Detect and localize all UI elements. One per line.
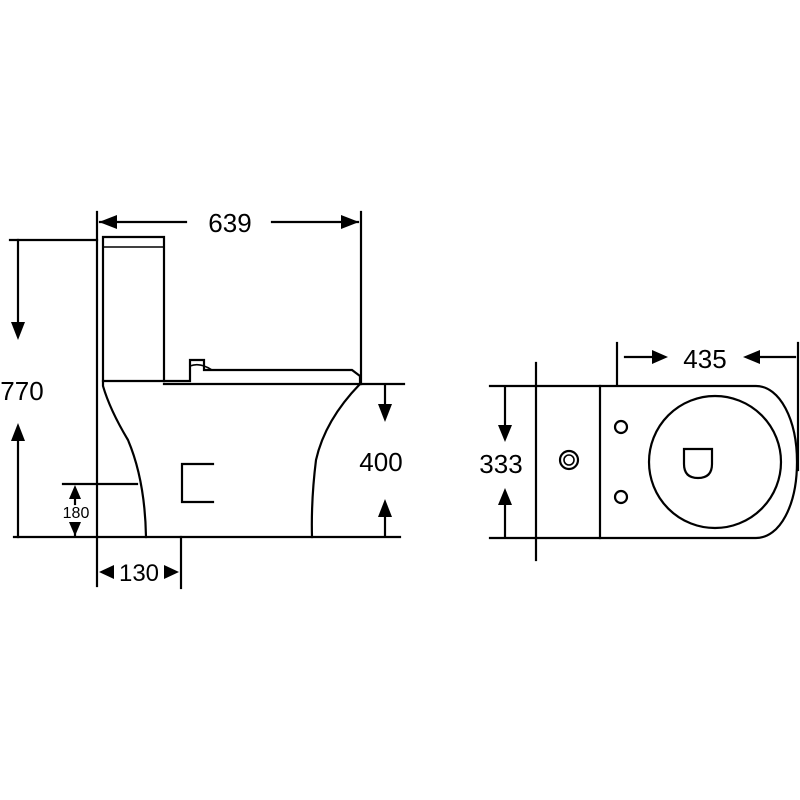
drain-icon (682, 447, 714, 480)
tank-top-outline (534, 384, 602, 540)
seat-opening (647, 394, 783, 530)
hinge-hole-icon (613, 489, 629, 505)
dimension-130: 130 (99, 535, 183, 590)
dimension-333: 333 (479, 384, 538, 540)
bowl-top-outline (598, 384, 799, 540)
dimension-400: 400 (359, 382, 406, 537)
dimension-639: 639 (98, 208, 363, 386)
dimension-label-400: 400 (359, 447, 402, 477)
bowl-outline (101, 379, 362, 539)
dimension-label-130: 130 (119, 560, 159, 587)
tank-outline (101, 235, 166, 383)
flush-button-icon (558, 449, 580, 471)
dimension-180: 180 (61, 482, 139, 537)
hinge-hole-icon (613, 419, 629, 435)
side-view: 639 770 400 180 (0, 208, 406, 590)
dimension-label-770: 770 (0, 376, 43, 406)
dimension-label-435: 435 (683, 344, 726, 374)
seat-outline (162, 358, 362, 386)
dimension-770: 770 (0, 238, 99, 539)
dimension-label-639: 639 (208, 208, 251, 238)
dimension-435: 435 (615, 341, 800, 472)
dimension-label-333: 333 (479, 449, 522, 479)
outlet-symbol (180, 462, 215, 504)
top-view: 435 333 (479, 341, 800, 562)
dimension-label-180: 180 (63, 505, 90, 522)
